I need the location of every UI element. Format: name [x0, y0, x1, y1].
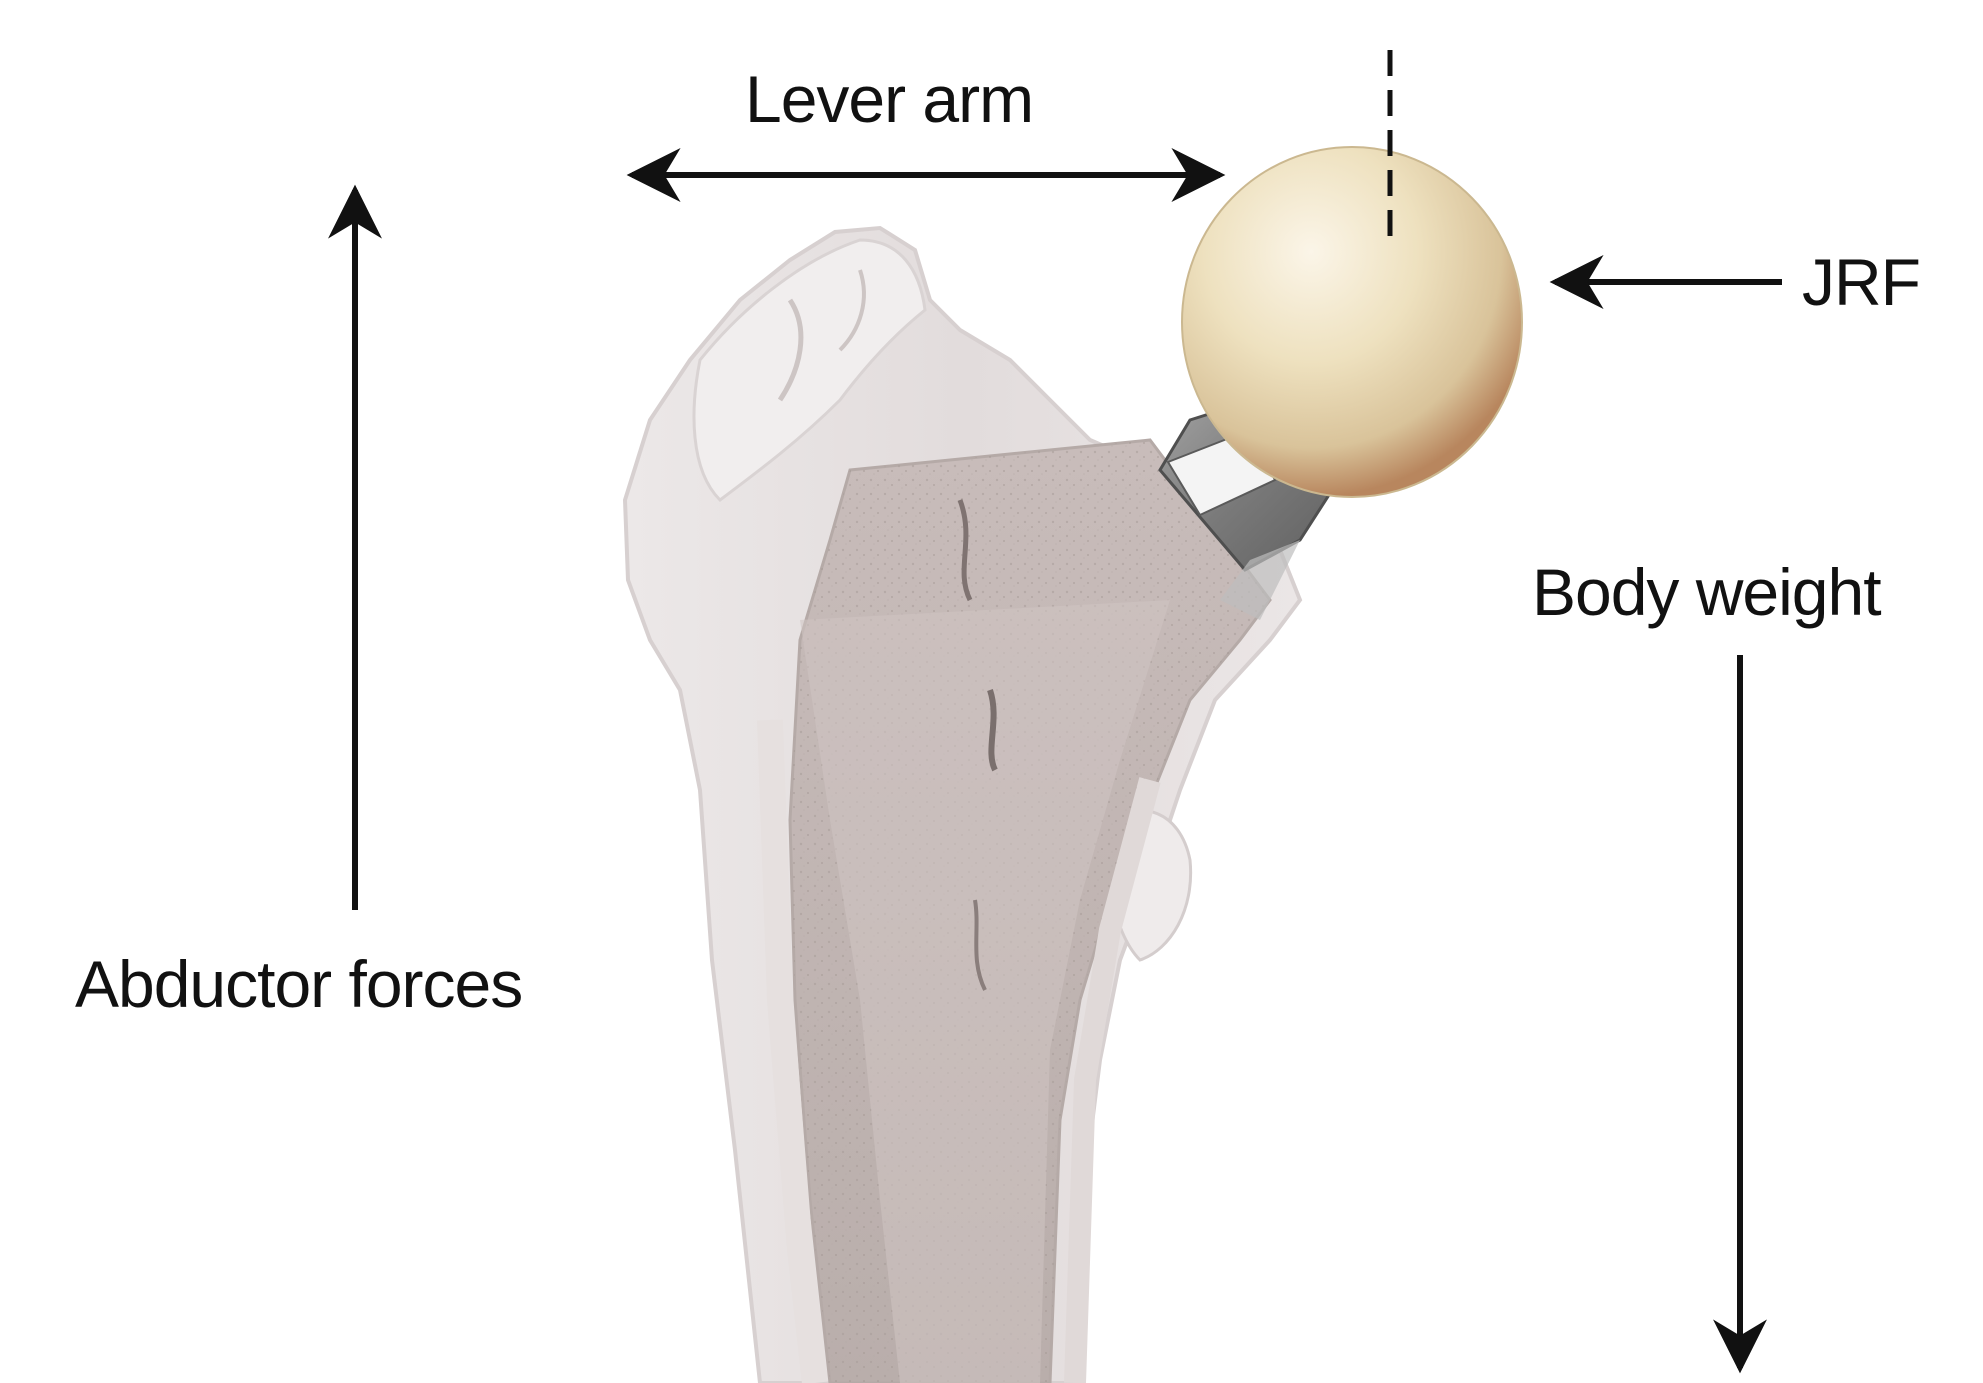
abductor-forces-label: Abductor forces — [75, 947, 522, 1021]
femur-cut-section — [770, 440, 1270, 1383]
jrf-label: JRF — [1802, 245, 1920, 319]
lever-arm-label: Lever arm — [745, 62, 1033, 136]
prosthesis-head — [1182, 147, 1522, 497]
body-weight-label: Body weight — [1532, 555, 1881, 629]
